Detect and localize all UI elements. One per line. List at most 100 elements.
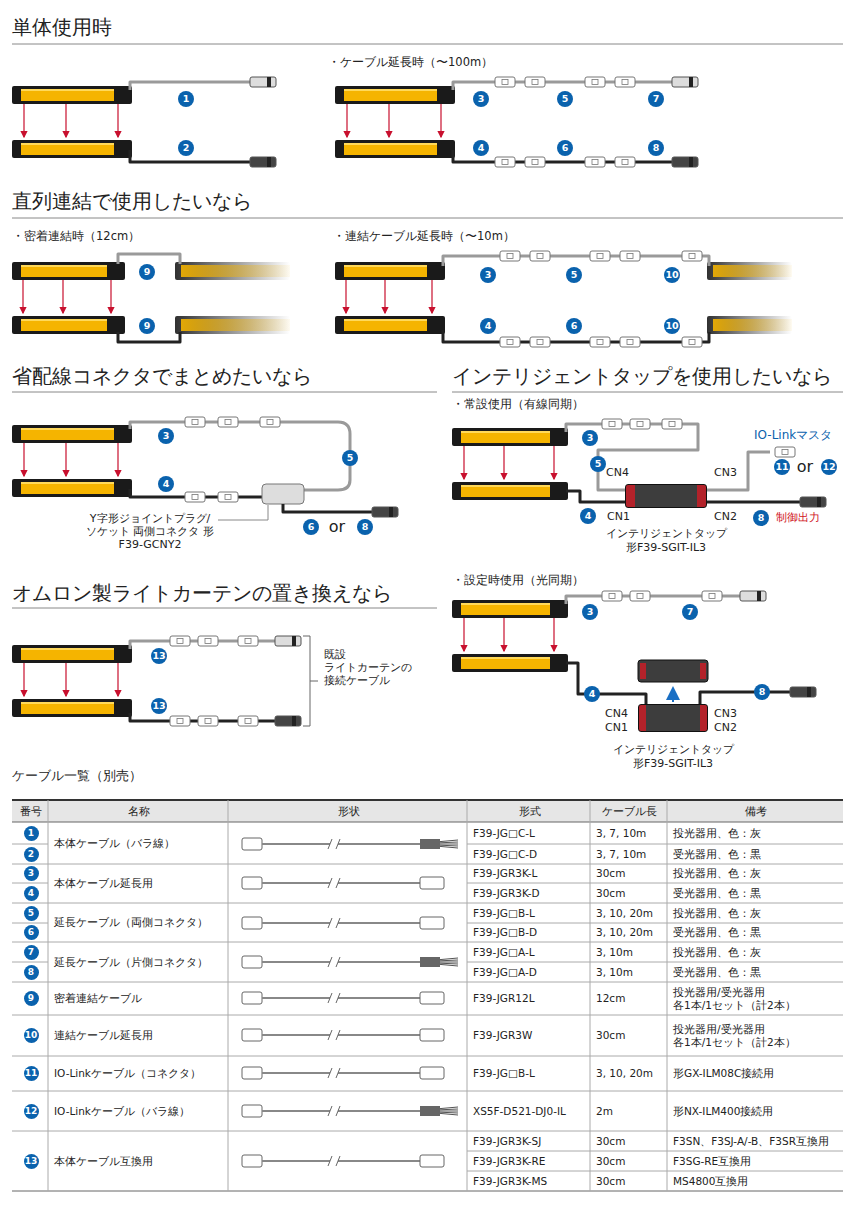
callout-number: 1 (178, 91, 194, 107)
table-cell: F39-JG□B-D (473, 923, 586, 942)
intelligent-tap: インテリジェントタップ 形F39-SGIT-IL3 (638, 704, 708, 732)
connector-mark (592, 160, 598, 165)
beam-arrow (117, 104, 118, 137)
cable (262, 961, 330, 963)
tap-caption: インテリジェントタップ 形F39-SGIT-IL3 (596, 527, 736, 555)
table-cell: 11 (18, 1056, 44, 1091)
callout-number: 3 (158, 428, 174, 444)
light-curtain (12, 479, 132, 497)
table-text: F39-JGR3K-L (473, 867, 537, 880)
connector-mark (225, 495, 231, 500)
cable-end (372, 507, 398, 517)
light-curtain-body (461, 485, 550, 497)
callout-number: 10 (24, 1028, 39, 1043)
part-note: 既設 ライトカーテンの 接続ケーブル (324, 648, 420, 688)
table-text: 30cm (596, 1135, 625, 1148)
cable (566, 663, 646, 704)
callout-number: 2 (24, 847, 39, 862)
sub-heading: ・密着連結時（12cm） (12, 230, 140, 244)
table-text: 3, 7, 10m (596, 848, 646, 861)
cable (338, 882, 420, 884)
connector-name: CN3 (714, 707, 737, 720)
shape-connector (242, 1067, 262, 1079)
shape-break (336, 957, 340, 967)
section-heading: 単体使用時 (12, 15, 112, 39)
cable-end-band (292, 636, 296, 646)
section-heading: 直列連結で使用したいなら (12, 189, 252, 213)
table-rule (12, 903, 843, 904)
connector-mark (205, 719, 211, 724)
section-heading: オムロン製ライトカーテンの置き換えなら (12, 581, 392, 605)
connector (495, 157, 515, 167)
table-cell: MS4800互換用 (673, 1171, 839, 1191)
connector-name: CN3 (714, 466, 737, 479)
callout-number: 13 (24, 1154, 39, 1169)
light-curtain-body (21, 482, 114, 494)
cable-end-band (807, 687, 811, 697)
table-text: F39-JG□C-L (473, 827, 535, 840)
table-text: MS4800互換用 (673, 1175, 748, 1188)
table-rule (12, 1091, 843, 1092)
connector-mark (502, 80, 508, 85)
light-curtain (12, 316, 125, 334)
table-header: 形式 (519, 805, 541, 818)
connector-mark (627, 254, 633, 259)
table-cell: 30cm (596, 1151, 663, 1171)
shape-connector (242, 1155, 262, 1167)
or-text: or (329, 517, 345, 536)
table-rule (12, 822, 843, 823)
table-text: F39-JG□A-L (473, 946, 535, 959)
shape-break (328, 1156, 332, 1166)
table-cell: 9 (18, 982, 44, 1015)
table-text: 延長ケーブル（両側コネクタ） (54, 916, 208, 929)
table-text: F39-JGR3K-RE (473, 1155, 546, 1168)
light-curtain-highlight (21, 648, 114, 650)
light-curtain-highlight (344, 265, 427, 267)
table-cell: 3, 10m (596, 942, 663, 962)
light-curtain-highlight (344, 319, 427, 321)
table-text: 受光器用、色：黒 (673, 848, 761, 861)
connector-mark (177, 719, 183, 724)
callout-number: 8 (754, 684, 770, 700)
table-cell: F3SG-RE互換用 (673, 1151, 839, 1171)
connector (630, 419, 650, 429)
cable (440, 844, 458, 845)
callout-number: 9 (24, 991, 39, 1006)
part-note: Y字形ジョイントプラグ/ソケット 両側コネクタ 形F39-GCNY2 (86, 512, 214, 552)
connector-mark (532, 160, 538, 165)
beam-arrow (62, 280, 63, 313)
table-cell: 6 (18, 923, 44, 942)
light-curtain-highlight (21, 265, 107, 267)
beam-arrow (553, 446, 554, 479)
cable (338, 843, 420, 845)
light-curtain-faded (175, 262, 290, 280)
beam-arrow (463, 618, 464, 651)
connector (682, 251, 702, 261)
table-cell: F39-JG□C-L (473, 822, 586, 844)
callout-number: 1 (24, 826, 39, 841)
cable (338, 1072, 420, 1074)
cable (566, 491, 625, 502)
table-cell: 5 (18, 903, 44, 923)
connector (495, 77, 515, 87)
light-curtain (452, 482, 568, 500)
connector (662, 419, 682, 429)
table-cell: F3SN、F3SJ-A/-B、F3SR互換用 (673, 1131, 839, 1151)
connector-mark (192, 420, 198, 425)
cable-end (275, 636, 301, 646)
connector (185, 492, 205, 502)
light-curtain (335, 262, 445, 280)
light-curtain-faded-body (713, 319, 792, 331)
callout-number: 10 (664, 318, 680, 334)
light-curtain-highlight (21, 319, 107, 321)
connector (170, 716, 190, 726)
tap-led (700, 663, 706, 679)
beam-arrow (22, 280, 23, 313)
connector (525, 157, 545, 167)
table-cell: 3, 10m (596, 962, 663, 982)
heading-rule (12, 218, 843, 219)
io-link-master: IO-Linkマスタ (754, 428, 832, 442)
table-text: 30cm (596, 867, 625, 880)
table-cell: 30cm (596, 1171, 663, 1191)
heading-rule (12, 44, 843, 45)
